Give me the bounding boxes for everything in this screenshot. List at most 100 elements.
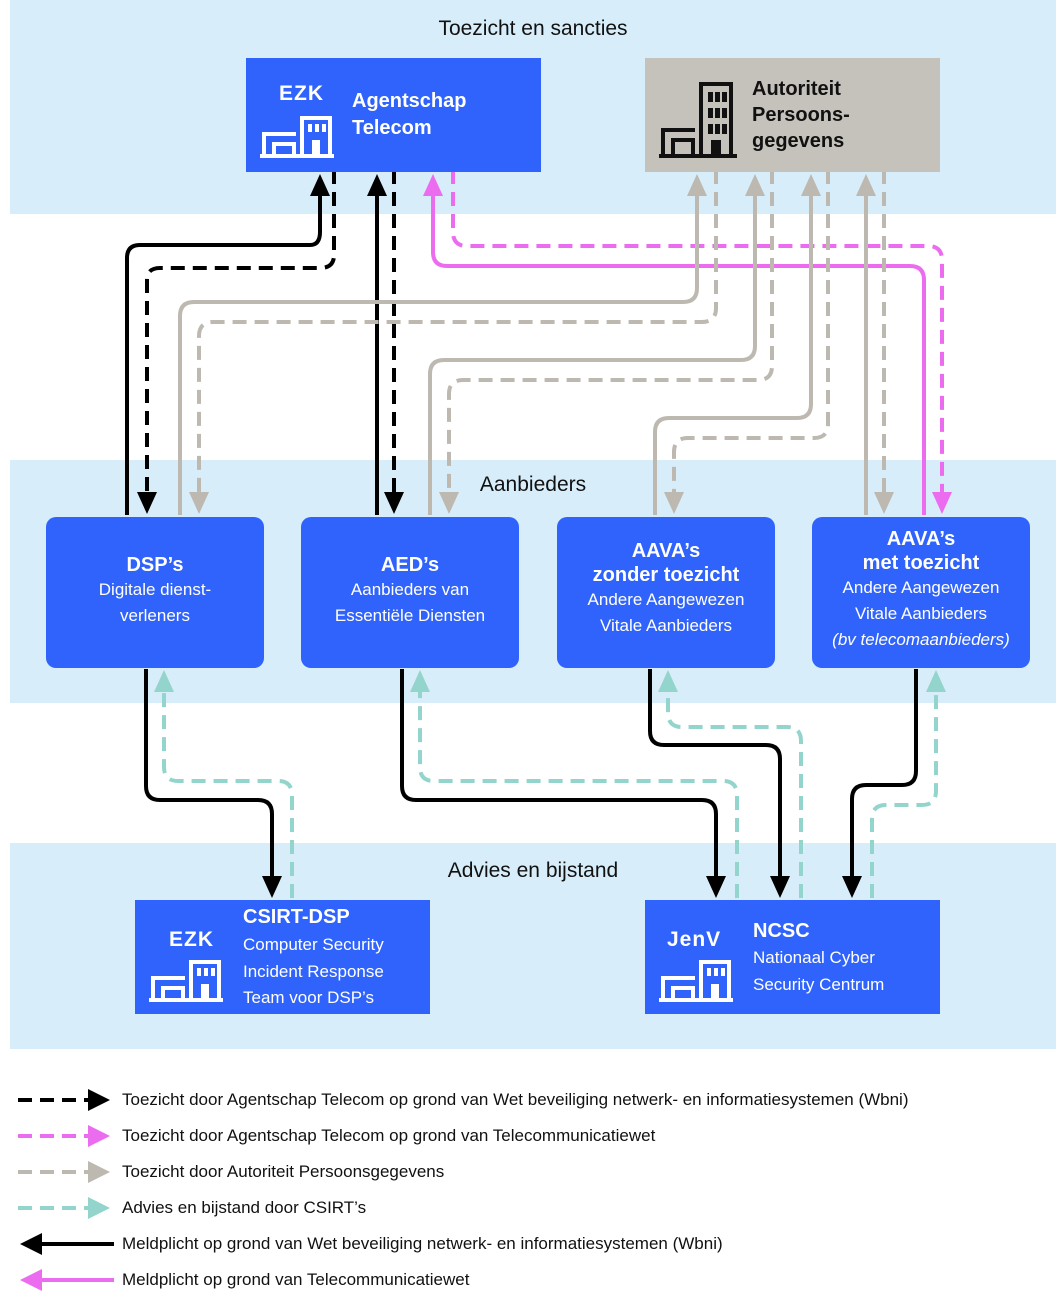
node-dsp-sub-2: verleners — [120, 606, 190, 625]
arrow-aed-to-ncsc-meldplicht — [400, 669, 718, 876]
arrowhead-aed-to-ap — [745, 174, 765, 196]
node-aava-met-title-2: met toezicht — [862, 552, 980, 574]
arrowhead-ap-to-dsp — [189, 492, 209, 514]
arrowhead-csirt-to-dsp — [154, 670, 174, 692]
node-csirt-title: CSIRT-DSP — [243, 906, 350, 928]
legend-item: Toezicht door Agentschap Telecom op gron… — [18, 1121, 1056, 1151]
arrow-aava-met-to-at-meldplicht — [431, 195, 926, 515]
band-supervision-label: Toezicht en sancties — [438, 17, 628, 40]
arrowhead-dsp-to-at — [310, 174, 330, 196]
node-csirt-sub-2: Incident Response — [243, 962, 384, 981]
node-aed-title: AED’s — [380, 554, 440, 576]
node-aava-zonder-sub-2: Vitale Aanbieders — [599, 616, 732, 635]
node-aava-met-sub-2: Vitale Aanbieders — [854, 604, 987, 623]
node-aed-sub-2: Essentiële Diensten — [334, 606, 486, 625]
arrow-at-to-dsp-toezicht — [145, 170, 336, 492]
node-aava-zonder-title-2: zonder toezicht — [592, 564, 740, 586]
legend-label: Toezicht door Agentschap Telecom op gron… — [122, 1090, 909, 1109]
node-aava-zonder-title-1: AAVA’s — [631, 540, 701, 562]
node-csirt-sub-3: Team voor DSP’s — [243, 988, 375, 1007]
arrow-aava-zonder-to-ap — [653, 195, 813, 515]
node-autoriteit-persoonsgegevens: Autoriteit Persoons- gegevens — [645, 58, 940, 172]
node-aed-sub-1: Aanbieders van — [350, 580, 470, 599]
arrowhead-aava-met-to-ncsc — [842, 876, 862, 898]
legend-line-dashed-pink — [18, 1125, 110, 1147]
arrow-ncsc-to-aava-zonder-advies — [666, 692, 803, 898]
arrowhead-aava-met-to-at — [423, 174, 443, 196]
arrowhead-dsp-to-csirt — [262, 876, 282, 898]
node-aava-zonder-toezicht: AAVA’s zonder toezicht Andere Aangewezen… — [557, 517, 775, 668]
node-at-title-1: Agentschap — [352, 90, 467, 112]
node-ncsc-sub-2: Security Centrum — [753, 975, 885, 994]
arrowhead-ncsc-to-aava-zonder — [658, 670, 678, 692]
node-dsps: DSP’s Digitale dienst- verleners — [46, 517, 264, 668]
arrowhead-ncsc-to-aed — [410, 670, 430, 692]
arrow-ap-to-dsp — [197, 170, 718, 492]
legend-item: Meldplicht op grond van Telecommunicatie… — [18, 1265, 1056, 1295]
arrowhead-aed-to-at — [367, 174, 387, 196]
arrowhead-dsp-to-ap — [687, 174, 707, 196]
arrow-ap-to-aava-zonder — [672, 170, 830, 492]
ezk-code-label: EZK — [279, 82, 324, 105]
legend-line-dashed-teal — [18, 1197, 110, 1219]
legend-item: Toezicht door Autoriteit Persoonsgegeven… — [18, 1157, 1056, 1187]
building-icon — [260, 116, 334, 158]
node-dsp-sub-1: Digitale dienst- — [98, 580, 212, 599]
arrow-dsp-to-csirt-meldplicht — [144, 669, 274, 876]
node-ap-title-3: gegevens — [752, 130, 845, 152]
node-agentschap-telecom: EZK Agentschap Telecom — [246, 58, 541, 172]
arrow-aava-met-to-ncsc-meldplicht — [850, 669, 918, 876]
legend-line-dashed-black — [18, 1089, 110, 1111]
arrowhead-aava-zonder-to-ncsc — [770, 876, 790, 898]
legend-line-solid-black — [20, 1233, 114, 1255]
node-ap-title-2: Persoons- — [752, 104, 850, 126]
node-aava-met-title-1: AAVA’s — [886, 528, 956, 550]
arrowhead-at-to-aava-met — [932, 492, 952, 514]
legend-label: Toezicht door Autoriteit Persoonsgegeven… — [122, 1162, 445, 1181]
arrow-csirt-to-dsp-advies — [162, 692, 294, 898]
node-ncsc-title: NCSC — [753, 920, 810, 942]
arrow-aava-zonder-to-ncsc-meldplicht — [648, 669, 782, 876]
arrowhead-aed-to-ncsc — [706, 876, 726, 898]
node-aava-met-sub-1: Andere Aangewezen — [842, 578, 1000, 597]
legend-item: Advies en bijstand door CSIRT’s — [18, 1193, 1056, 1223]
node-dsp-title: DSP’s — [126, 554, 184, 576]
arrowhead-at-to-dsp — [137, 492, 157, 514]
legend-label: Toezicht door Agentschap Telecom op gron… — [122, 1126, 656, 1145]
building-icon — [659, 82, 737, 158]
arrowhead-at-to-aed — [384, 492, 404, 514]
node-ap-title-1: Autoriteit — [752, 78, 841, 100]
arrowhead-ncsc-to-aava-met — [926, 670, 946, 692]
arrow-dsp-to-at-meldplicht — [125, 195, 322, 515]
band-providers-label: Aanbieders — [479, 473, 587, 496]
arrow-aed-to-ap — [428, 195, 757, 515]
legend-line-dashed-grey — [18, 1161, 110, 1183]
node-aava-met-toezicht: AAVA’s met toezicht Andere Aangewezen Vi… — [812, 517, 1030, 668]
node-aava-met-sub-3: (bv telecomaanbieders) — [832, 630, 1010, 649]
arrowhead-ap-to-aed — [439, 492, 459, 514]
node-aeds: AED’s Aanbieders van Essentiële Diensten — [301, 517, 519, 668]
band-advice-label: Advies en bijstand — [447, 859, 619, 882]
arrow-layer — [125, 170, 952, 898]
legend-label: Meldplicht op grond van Telecommunicatie… — [122, 1270, 470, 1289]
legend-line-solid-pink — [20, 1269, 114, 1291]
node-ncsc: JenV NCSC Nationaal Cyber Security Centr… — [645, 900, 940, 1014]
node-aava-zonder-sub-1: Andere Aangewezen — [587, 590, 745, 609]
arrow-ncsc-to-aed-advies — [418, 692, 739, 898]
legend-item: Toezicht door Agentschap Telecom op gron… — [18, 1085, 1056, 1115]
ezk-code-label: EZK — [169, 928, 214, 951]
legend-label: Meldplicht op grond van Wet beveiliging … — [122, 1234, 723, 1253]
arrowhead-aava-met-to-ap — [856, 174, 876, 196]
node-csirt-dsp: EZK CSIRT-DSP Computer Security Incident… — [135, 900, 430, 1014]
node-at-title-2: Telecom — [352, 117, 432, 139]
arrow-ncsc-to-aava-met-advies — [870, 692, 938, 898]
building-icon — [149, 960, 223, 1002]
jenv-code-label: JenV — [667, 928, 722, 951]
legend-item: Meldplicht op grond van Wet beveiliging … — [18, 1229, 1056, 1259]
building-icon — [659, 960, 733, 1002]
node-csirt-sub-1: Computer Security — [243, 935, 384, 954]
legend-label: Advies en bijstand door CSIRT’s — [122, 1198, 367, 1217]
arrowhead-ap-to-aava-zonder — [664, 492, 684, 514]
arrow-ap-to-aed — [447, 170, 774, 492]
arrow-dsp-to-ap — [178, 195, 699, 515]
